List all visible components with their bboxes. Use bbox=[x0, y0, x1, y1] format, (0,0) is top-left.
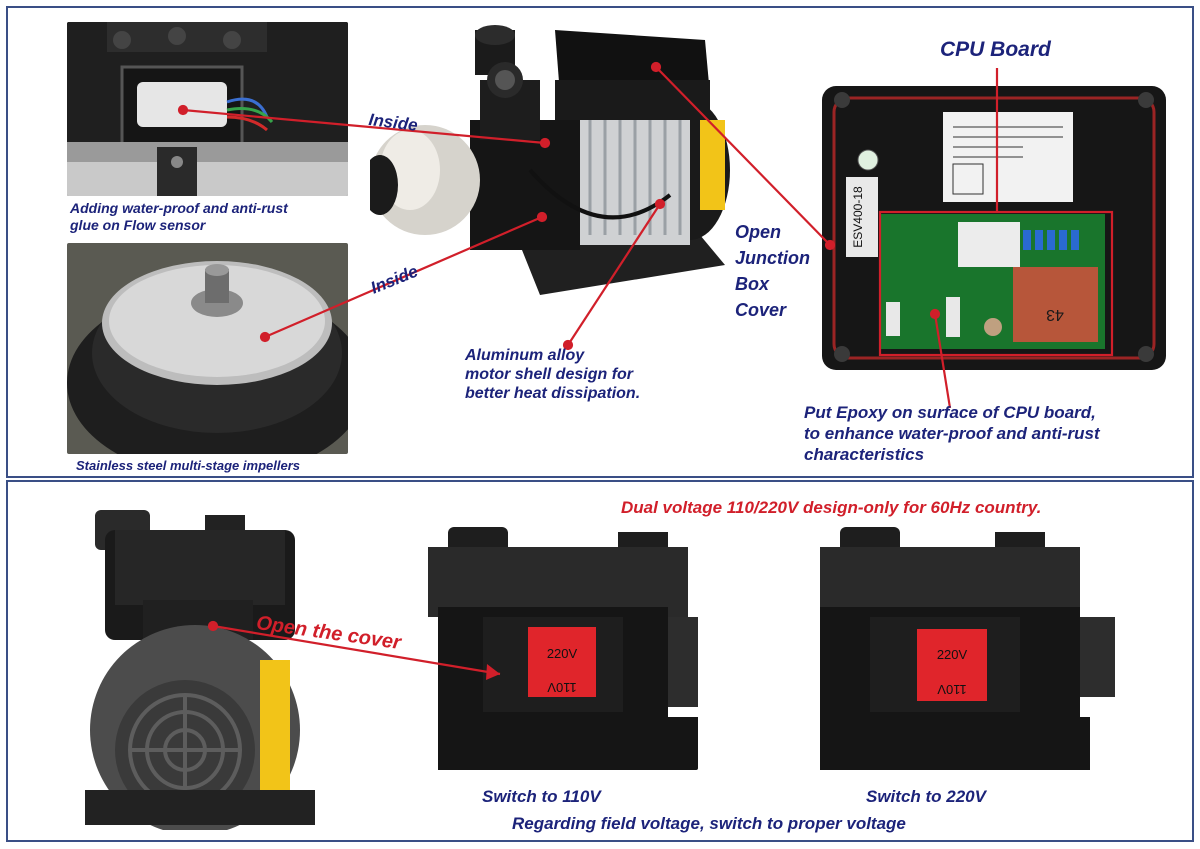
switch-110-label: Switch to 110V bbox=[482, 787, 601, 806]
aluminum-label: Aluminum alloy motor shell design for be… bbox=[465, 347, 641, 402]
switch-110-illustration: 220V 110V bbox=[398, 517, 698, 770]
switch-220-photo: 220V 110V bbox=[790, 517, 1120, 770]
pump-illustration bbox=[370, 20, 750, 310]
cpu-board-illustration: ESV400-18 43 bbox=[818, 82, 1170, 374]
pump-photo bbox=[370, 20, 750, 310]
impellers-photo bbox=[67, 243, 348, 454]
switch-110-top-text: 220V bbox=[547, 646, 578, 661]
impellers-illustration bbox=[67, 243, 348, 454]
epoxy-label: Put Epoxy on surface of CPU board, to en… bbox=[804, 403, 1100, 464]
switch-220-bottom-text: 110V bbox=[937, 682, 967, 697]
junction-box-label: Open Junction Box Cover bbox=[735, 222, 810, 320]
flow-sensor-photo bbox=[67, 22, 348, 196]
flow-sensor-illustration bbox=[67, 22, 348, 196]
switch-220-label: Switch to 220V bbox=[866, 787, 986, 806]
switch-220-top-text: 220V bbox=[937, 647, 968, 662]
regarding-label: Regarding field voltage, switch to prope… bbox=[512, 814, 906, 833]
top-panel-frame bbox=[6, 6, 1194, 478]
bottom-panel-frame bbox=[6, 480, 1194, 842]
pump-front-photo bbox=[65, 500, 335, 830]
switch-110-bottom-text: 110V bbox=[547, 680, 577, 695]
cpu-board-label: CPU Board bbox=[940, 38, 1051, 61]
flow-sensor-caption: Adding water-proof and anti-rust glue on… bbox=[70, 200, 288, 233]
pump-front-illustration bbox=[65, 500, 335, 830]
esv-model-text: ESV400-18 bbox=[851, 186, 865, 248]
relay-number-text: 43 bbox=[1046, 306, 1064, 323]
switch-220-illustration: 220V 110V bbox=[790, 517, 1120, 770]
dual-voltage-label: Dual voltage 110/220V design-only for 60… bbox=[621, 498, 1042, 517]
impellers-caption: Stainless steel multi-stage impellers bbox=[76, 458, 300, 473]
cpu-board-photo: ESV400-18 43 bbox=[818, 82, 1170, 374]
switch-110-photo: 220V 110V bbox=[398, 517, 698, 770]
